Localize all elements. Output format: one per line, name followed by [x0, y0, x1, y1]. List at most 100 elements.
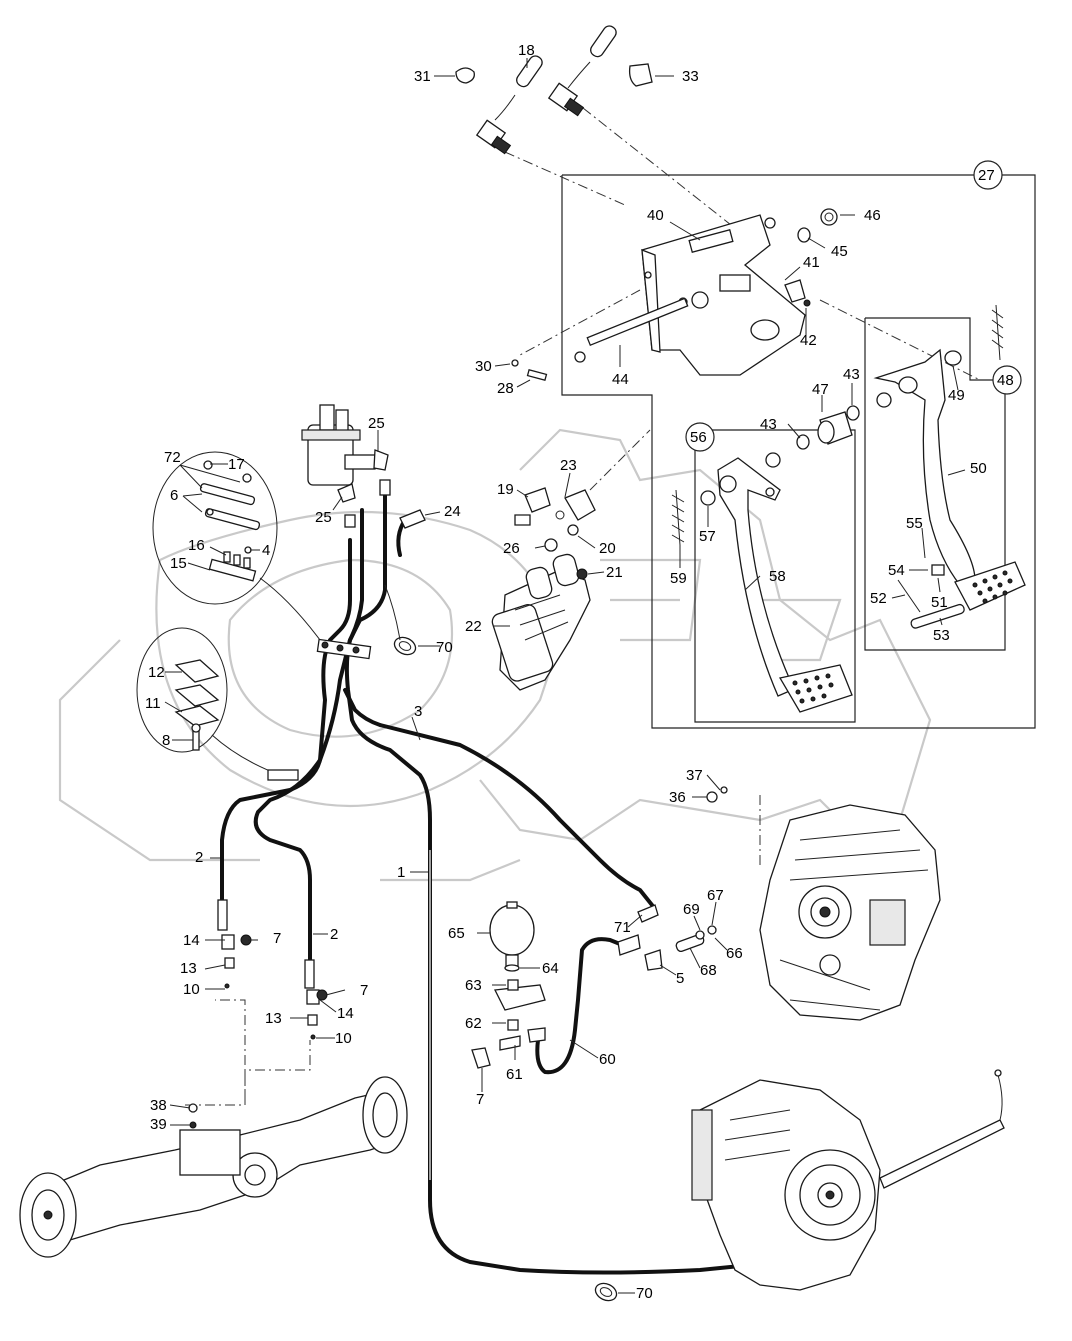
label-52: 52	[870, 590, 887, 607]
label-56: 56	[690, 429, 707, 446]
label-27: 27	[978, 167, 995, 184]
label-22: 22	[465, 618, 482, 635]
label-64: 64	[542, 960, 559, 977]
leader-lines	[164, 58, 1005, 1294]
transmission-upper	[759, 804, 941, 1021]
elbow-24	[399, 509, 426, 529]
label-54: 54	[888, 562, 905, 579]
pressure-switch-right	[547, 25, 617, 117]
callout-48-circle	[992, 365, 1022, 395]
spacer-47	[817, 411, 853, 445]
label-15: 15	[170, 555, 187, 572]
label-31: 31	[414, 68, 431, 85]
washer-45	[797, 227, 811, 243]
label-70b: 70	[636, 1285, 653, 1302]
watermark-opex-logo	[58, 428, 932, 882]
shaft-53	[910, 603, 965, 629]
brake-pedal-right	[873, 304, 1026, 611]
label-57: 57	[699, 528, 716, 545]
label-5: 5	[676, 970, 684, 987]
clamp-detail-parts	[199, 460, 261, 582]
label-40: 40	[647, 207, 664, 224]
fittings-left-lower	[217, 899, 328, 1040]
label-46: 46	[864, 207, 881, 224]
label-59: 59	[670, 570, 687, 587]
brake-pedal-left	[717, 457, 853, 713]
label-23: 23	[560, 457, 577, 474]
label-33: 33	[682, 68, 699, 85]
label-11: 11	[145, 695, 161, 712]
washer-43a	[796, 434, 810, 450]
label-38: 38	[150, 1097, 167, 1114]
label-12: 12	[148, 664, 165, 681]
label-39: 39	[150, 1116, 167, 1133]
callout-27-circle	[973, 160, 1003, 190]
label-43b: 43	[843, 366, 860, 383]
label-48: 48	[997, 372, 1014, 389]
pin-28	[526, 368, 548, 382]
nut-20	[567, 524, 579, 536]
washer-30	[511, 359, 519, 367]
label-14b: 14	[337, 1005, 354, 1022]
fittings-right	[617, 786, 728, 971]
label-60: 60	[599, 1051, 616, 1068]
label-25a: 25	[368, 415, 385, 432]
label-58: 58	[769, 568, 786, 585]
label-7a: 7	[273, 930, 281, 947]
label-41: 41	[803, 254, 820, 271]
drive-axle	[19, 1076, 408, 1258]
label-65: 65	[448, 925, 465, 942]
label-62: 62	[465, 1015, 482, 1032]
bushing-48b	[876, 392, 892, 408]
transmission-lower	[691, 1069, 1005, 1291]
label-26: 26	[503, 540, 520, 557]
assembly-leaders	[185, 107, 981, 1106]
label-28: 28	[497, 380, 514, 397]
label-20: 20	[599, 540, 616, 557]
label-10a: 10	[183, 981, 200, 998]
label-2a: 2	[195, 849, 203, 866]
label-47: 47	[812, 381, 829, 398]
label-63: 63	[465, 977, 482, 994]
bushing-56b	[765, 452, 781, 468]
pedal-pad-dots-left	[792, 673, 834, 704]
pedal-assembly-frame	[561, 174, 1036, 729]
label-7b: 7	[360, 982, 368, 999]
label-21: 21	[606, 564, 623, 581]
label-51: 51	[931, 594, 948, 611]
label-45: 45	[831, 243, 848, 260]
brake-valve	[491, 553, 591, 691]
label-17: 17	[228, 456, 245, 473]
label-50: 50	[970, 460, 987, 477]
pedal-pad-dots	[972, 570, 1013, 604]
nut-26	[544, 538, 558, 552]
label-10b: 10	[335, 1030, 352, 1047]
label-55: 55	[906, 515, 923, 532]
label-72: 72	[164, 449, 181, 466]
bushing-49	[944, 350, 962, 366]
pressure-switch-left	[475, 55, 543, 155]
hose-clamp-block	[267, 638, 372, 781]
label-25b: 25	[315, 509, 332, 526]
spring-59	[671, 489, 685, 546]
label-53: 53	[933, 627, 950, 644]
label-7c: 7	[476, 1091, 484, 1108]
pedal-bracket	[574, 214, 806, 376]
pin-52	[897, 579, 921, 613]
bushing-57	[700, 490, 716, 506]
hose-clamp-70-upper	[393, 636, 417, 656]
label-49: 49	[948, 387, 965, 404]
bracket-detail-parts	[174, 659, 220, 751]
label-66: 66	[726, 945, 743, 962]
label-6: 6	[170, 487, 178, 504]
accumulator	[471, 901, 546, 1069]
label-71: 71	[614, 919, 631, 936]
label-70a: 70	[436, 639, 453, 656]
hose-clamp-70-lower	[594, 1282, 618, 1302]
detail-circle-clamp	[152, 451, 321, 641]
label-4: 4	[262, 542, 270, 559]
part-labels: 18 31 33 27 40 46 45 41 42 30 44 28 48 4…	[145, 42, 1014, 1302]
washer-43b	[846, 405, 860, 421]
